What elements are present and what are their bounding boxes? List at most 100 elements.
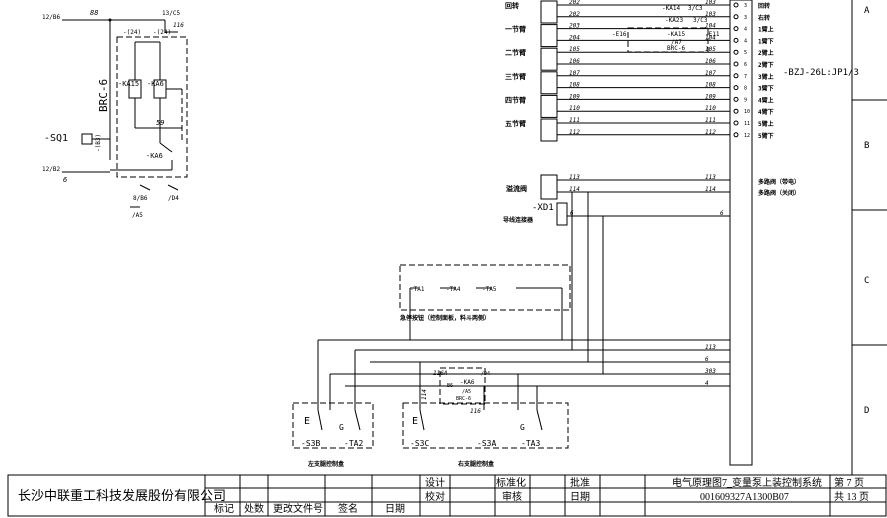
actuator-box (540, 24, 558, 48)
col-change-doc: 更改文件号 (273, 502, 323, 515)
ref-13c5: 13/C5 (162, 10, 180, 17)
relay-ka23: -KA23 (665, 17, 683, 24)
relay-box: 116A -B6 -KA6 /A5 BRC-6 /D4 114 116 (421, 367, 490, 415)
right-panel-caption: 右支腿控制盒 (457, 460, 495, 468)
actuator-label: 三节臂 (505, 72, 526, 81)
relay-b6: -B6 (444, 383, 453, 389)
terminal-wire-label: 107 (569, 70, 580, 77)
ka6-contact-label: -KA6 (146, 152, 163, 160)
valve-right-2: 多路阀（关闭） (758, 189, 800, 197)
xd1-sub: 导线连接器 (503, 216, 534, 224)
ka15-coil-label: -KA15 (118, 80, 139, 88)
terminal-function-label: 3臂上 (758, 73, 774, 81)
terminal-point (733, 132, 739, 138)
s3b-switch-symbol: E (304, 416, 310, 427)
terminal-wire-label: 204 (569, 34, 580, 41)
terminal-number: 110 (705, 105, 716, 112)
estop-caption: 急停按钮（控制面板，料斗两侧） (400, 314, 490, 322)
actuator-box (540, 0, 558, 24)
relay-e11: -E11 (705, 31, 720, 38)
terminal-index: 4 (744, 27, 747, 33)
terminal-function-label: 2臂上 (758, 49, 774, 57)
sheet-number: 第 7 页 (834, 476, 864, 489)
terminal-function-label: 3臂下 (758, 85, 774, 93)
actuator-label: 五节臂 (505, 119, 526, 128)
valve-right-1: 多路阀（带电） (758, 178, 800, 186)
terminal-function-label: 5臂上 (758, 120, 774, 128)
relay-d4: /D4 (481, 371, 490, 377)
relay-ref2: 3/C3 (693, 17, 708, 24)
valve-label: 溢流阀 (506, 184, 527, 193)
estop-group: -TA1 -TA4 -TA5 急停按钮（控制面板，料斗两侧） (399, 264, 571, 340)
terminal-index: 5 (744, 50, 747, 56)
terminal-number: 103 (705, 0, 716, 6)
valve-wire-114: 114 (569, 186, 580, 193)
terminal-index: 3 (744, 3, 747, 9)
terminal-point (733, 49, 739, 55)
terminal-wire-label: 105 (569, 46, 580, 53)
terminal-function-label: 回转 (758, 2, 770, 10)
title-block: 长沙中联重工科技发展股份有限公司 标记 处数 更改文件号 签名 日期 设计 校对… (7, 474, 887, 517)
right-panel-s3a: -S3A (477, 439, 496, 448)
actuator-label: 四节臂 (505, 95, 526, 104)
relay-e16: -E16 (612, 31, 627, 38)
estop-ta4: -TA4 (446, 286, 461, 293)
b3-label: -(B3) (95, 134, 102, 152)
terminal-point (733, 61, 739, 67)
terminal-point (733, 26, 739, 32)
actuator-box (540, 94, 558, 118)
right-outrigger-panel: E -S3C -S3A G -TA3 右支腿控制盒 (402, 402, 569, 468)
relay-box-outline (439, 367, 486, 405)
lower-wire-113: 113 (705, 344, 716, 351)
terminal-index: 3 (744, 15, 747, 21)
right-panel-box (402, 402, 569, 449)
ta3-pushbutton-symbol: G (520, 423, 525, 432)
terminal-point (733, 120, 739, 126)
tb-standard: 标准化 (496, 476, 526, 489)
relay-ref3: /A7 (671, 39, 682, 46)
terminal-point (733, 14, 739, 20)
brc6-label: BRC-6 (97, 79, 110, 112)
row-label-a: A (864, 6, 870, 16)
actuator-label: 二节臂 (505, 48, 526, 57)
tb-review: 审核 (502, 490, 522, 503)
terminal-point (733, 85, 739, 91)
estop-ta1: -TA1 (410, 286, 425, 293)
actuator-box (540, 47, 558, 71)
relay-ka15: -KA15 (667, 31, 685, 38)
terminal-index: 12 (744, 133, 750, 139)
actuator-label: 回转 (505, 1, 519, 10)
brc6-box (116, 36, 188, 178)
company-name: 长沙中联重工科技发展股份有限公司 (18, 488, 226, 503)
row-label-b: B (864, 141, 869, 151)
xd1-wire-right: 6 (720, 210, 724, 217)
terminal-point (733, 37, 739, 43)
terminal-number: 111 (705, 117, 716, 124)
terminal-function-label: 右转 (757, 14, 770, 22)
sq1-label: -SQ1 (44, 133, 68, 144)
terminal-wire-label: 202 (569, 11, 580, 18)
valve-num-114: 114 (705, 186, 716, 193)
terminal-number: 107 (705, 70, 716, 77)
relay-116: 116 (470, 408, 481, 415)
terminal-number: 108 (705, 82, 716, 89)
terminal-wire-label: 202 (569, 0, 580, 6)
relay-box-ka15 (627, 27, 709, 53)
lower-wire-4: 4 (705, 380, 709, 387)
relay-ka14: -KA14 (662, 5, 680, 12)
terminal-point (733, 108, 739, 114)
left-panel-s3b: -S3B (301, 439, 320, 448)
valve-num-113: 113 (705, 174, 716, 181)
ref-a5: /A5 (132, 212, 143, 219)
terminal-block-name: -BZJ-26L:JP1/3 (783, 68, 859, 78)
terminal-wire-label: 112 (569, 129, 580, 136)
actuator-box (540, 118, 558, 142)
terminal-wire-label: 109 (569, 93, 580, 100)
terminal-index: 4 (744, 38, 747, 44)
terminal-function-label: 4臂上 (758, 96, 774, 104)
terminal-function-label: 1臂上 (758, 26, 774, 34)
relay-ka6: -KA6 (460, 379, 475, 386)
ta2-pushbutton-symbol: G (339, 423, 344, 432)
